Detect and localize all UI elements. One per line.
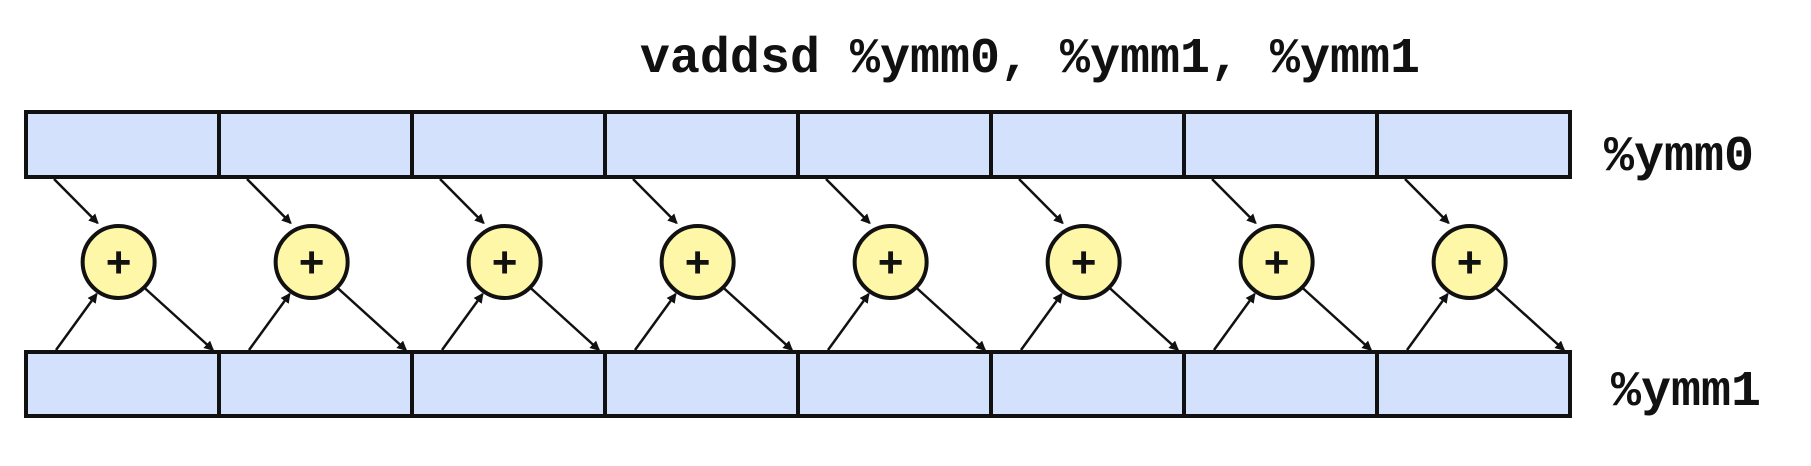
adder-units: + + + + + + + + — [80, 224, 1508, 300]
ymm1-lane-cell — [1182, 350, 1379, 418]
ymm0-to-adder-arrow — [1018, 178, 1064, 225]
ymm0-lane-cell — [410, 110, 607, 179]
ymm1-to-adder-arrow — [247, 292, 291, 351]
register-ymm0 — [24, 110, 1572, 179]
ymm1-to-adder-arrow — [54, 292, 98, 351]
data-flow-arrows — [53, 178, 1566, 352]
ymm1-to-adder-arrow — [633, 292, 677, 351]
ymm0-to-adder-arrow — [53, 178, 99, 225]
ymm0-lane-cell — [603, 110, 800, 179]
ymm0-to-adder-arrow — [246, 178, 292, 225]
adder-circle — [1238, 224, 1315, 300]
ymm0-lane-cell — [217, 110, 414, 179]
plus-operator: + — [685, 238, 711, 287]
plus-operator: + — [878, 238, 904, 287]
register-label-ymm0: %ymm0 — [1604, 129, 1754, 186]
ymm0-to-adder-arrow — [439, 178, 485, 225]
adder-to-result-arrow — [1494, 287, 1566, 352]
ymm1-lane-cell — [796, 350, 993, 418]
adder-circle — [659, 224, 736, 300]
adder-circle — [1045, 224, 1122, 300]
ymm1-lane-cell — [1375, 350, 1572, 418]
adder-to-result-arrow — [1108, 287, 1180, 352]
plus-operator: + — [1071, 238, 1097, 287]
ymm1-lane-cell — [989, 350, 1186, 418]
ymm0-lane-cell — [989, 110, 1186, 179]
adder-circle — [852, 224, 929, 300]
ymm0-lane-cell — [1182, 110, 1379, 179]
ymm0-lane-cell — [1375, 110, 1572, 179]
adder-circle — [273, 224, 350, 300]
plus-operator: + — [1457, 238, 1483, 287]
ymm1-lane-cell — [24, 350, 221, 418]
ymm0-to-adder-arrow — [1404, 178, 1450, 225]
instruction-text: vaddsd %ymm0, %ymm1, %ymm1 — [640, 31, 1420, 88]
ymm1-lane-cell — [603, 350, 800, 418]
ymm1-to-adder-arrow — [440, 292, 484, 351]
plus-operator: + — [106, 238, 132, 287]
register-label-ymm1: %ymm1 — [1611, 364, 1761, 421]
plus-operator: + — [299, 238, 325, 287]
ymm0-to-adder-arrow — [632, 178, 678, 225]
adder-circle — [80, 224, 157, 300]
adder-to-result-arrow — [1301, 287, 1373, 352]
ymm1-to-adder-arrow — [826, 292, 870, 351]
ymm0-lane-cell — [796, 110, 993, 179]
ymm0-lane-cell — [24, 110, 221, 179]
adder-to-result-arrow — [336, 287, 408, 352]
ymm1-lane-cell — [410, 350, 607, 418]
adder-to-result-arrow — [722, 287, 794, 352]
ymm0-to-adder-arrow — [1211, 178, 1257, 225]
register-ymm1 — [24, 350, 1572, 418]
adder-circle — [466, 224, 543, 300]
ymm0-to-adder-arrow — [825, 178, 871, 225]
plus-operator: + — [1264, 238, 1290, 287]
adder-circle — [1431, 224, 1508, 300]
adder-to-result-arrow — [915, 287, 987, 352]
ymm1-to-adder-arrow — [1019, 292, 1063, 351]
ymm1-to-adder-arrow — [1405, 292, 1449, 351]
adder-to-result-arrow — [143, 287, 215, 352]
plus-operator: + — [492, 238, 518, 287]
ymm1-lane-cell — [217, 350, 414, 418]
ymm1-to-adder-arrow — [1212, 292, 1256, 351]
adder-to-result-arrow — [529, 287, 601, 352]
